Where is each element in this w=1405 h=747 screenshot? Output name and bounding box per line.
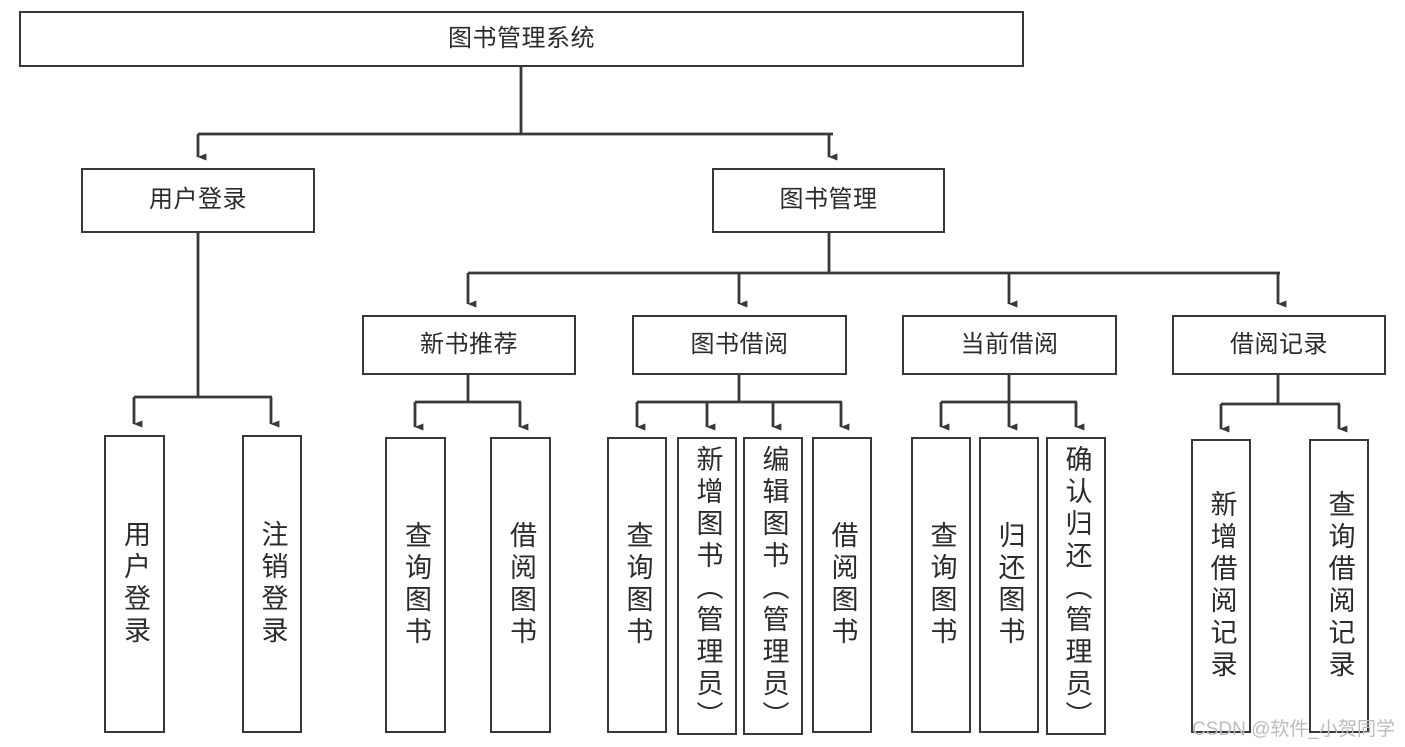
leaf-current-return-book[interactable]: 归还图书 [979, 437, 1039, 733]
node-label: 当前借阅 [960, 330, 1059, 358]
node-label: 查询图书 [401, 521, 431, 649]
node-new-book-recommend[interactable]: 新书推荐 [362, 315, 576, 375]
node-current-borrow[interactable]: 当前借阅 [902, 315, 1117, 375]
node-label: 用户登录 [120, 520, 150, 648]
node-label: 图书管理 [779, 186, 878, 214]
node-label: 查询图书 [622, 521, 653, 649]
node-label: 图书借阅 [690, 330, 789, 358]
watermark-text: CSDN @软件_小贺同学 [1192, 719, 1395, 740]
leaf-borrow-add-book-admin[interactable]: 新增图书（管理员） [677, 437, 737, 735]
leaf-borrow-query-book[interactable]: 查询图书 [607, 437, 667, 733]
node-label: 归还图书 [994, 521, 1025, 649]
leaf-borrow-edit-book-admin[interactable]: 编辑图书（管理员） [743, 437, 803, 735]
leaf-newbook-borrow-book[interactable]: 借阅图书 [490, 437, 551, 733]
leaf-user-login[interactable]: 用户登录 [104, 435, 165, 733]
node-label: 新增图书（管理员） [692, 445, 723, 733]
node-borrow-records[interactable]: 借阅记录 [1172, 315, 1386, 375]
node-root-system[interactable]: 图书管理系统 [19, 11, 1024, 67]
node-user-login[interactable]: 用户登录 [81, 168, 315, 233]
node-label: 查询借阅记录 [1324, 490, 1355, 682]
node-label: 借阅记录 [1230, 330, 1328, 358]
leaf-records-add-record[interactable]: 新增借阅记录 [1191, 439, 1251, 733]
leaf-borrow-borrow-book[interactable]: 借阅图书 [812, 437, 872, 733]
node-label: 注销登录 [257, 520, 288, 648]
leaf-current-query-book[interactable]: 查询图书 [911, 437, 971, 733]
leaf-newbook-query-book[interactable]: 查询图书 [385, 437, 446, 733]
node-label: 编辑图书（管理员） [758, 445, 789, 733]
leaf-logout[interactable]: 注销登录 [242, 435, 302, 733]
node-label: 用户登录 [149, 186, 247, 214]
node-label: 借阅图书 [827, 521, 858, 649]
node-label: 查询图书 [926, 521, 957, 649]
leaf-current-confirm-return-admin[interactable]: 确认归还（管理员） [1046, 437, 1106, 735]
node-label: 图书管理系统 [448, 24, 595, 52]
node-book-management[interactable]: 图书管理 [712, 168, 945, 233]
node-label: 新增借阅记录 [1206, 490, 1237, 682]
node-label: 确认归还（管理员） [1061, 445, 1092, 733]
node-label: 新书推荐 [420, 330, 518, 358]
leaf-records-query-record[interactable]: 查询借阅记录 [1309, 439, 1369, 733]
node-label: 借阅图书 [506, 521, 536, 649]
node-book-borrow[interactable]: 图书借阅 [632, 315, 847, 375]
